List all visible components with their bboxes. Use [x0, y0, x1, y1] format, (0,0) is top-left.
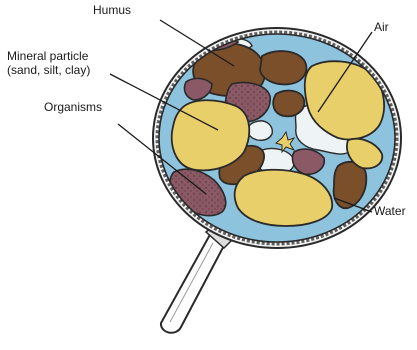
- label-mineral-line2: (sand, silt, clay): [7, 63, 90, 77]
- humus-particle: [260, 51, 306, 84]
- mineral-particle: [172, 100, 250, 170]
- label-water: Water: [374, 204, 406, 218]
- soil-sample: [159, 34, 395, 242]
- humus-particle: [273, 91, 304, 117]
- label-mineral-particle: Mineral particle (sand, silt, clay): [7, 49, 90, 77]
- air-pocket: [248, 121, 272, 140]
- magnifier-handle: [161, 224, 232, 333]
- organism: [292, 149, 324, 174]
- label-organisms: Organisms: [44, 100, 102, 114]
- label-air: Air: [374, 20, 389, 34]
- label-mineral-line1: Mineral particle: [7, 49, 90, 63]
- label-humus: Humus: [93, 3, 131, 17]
